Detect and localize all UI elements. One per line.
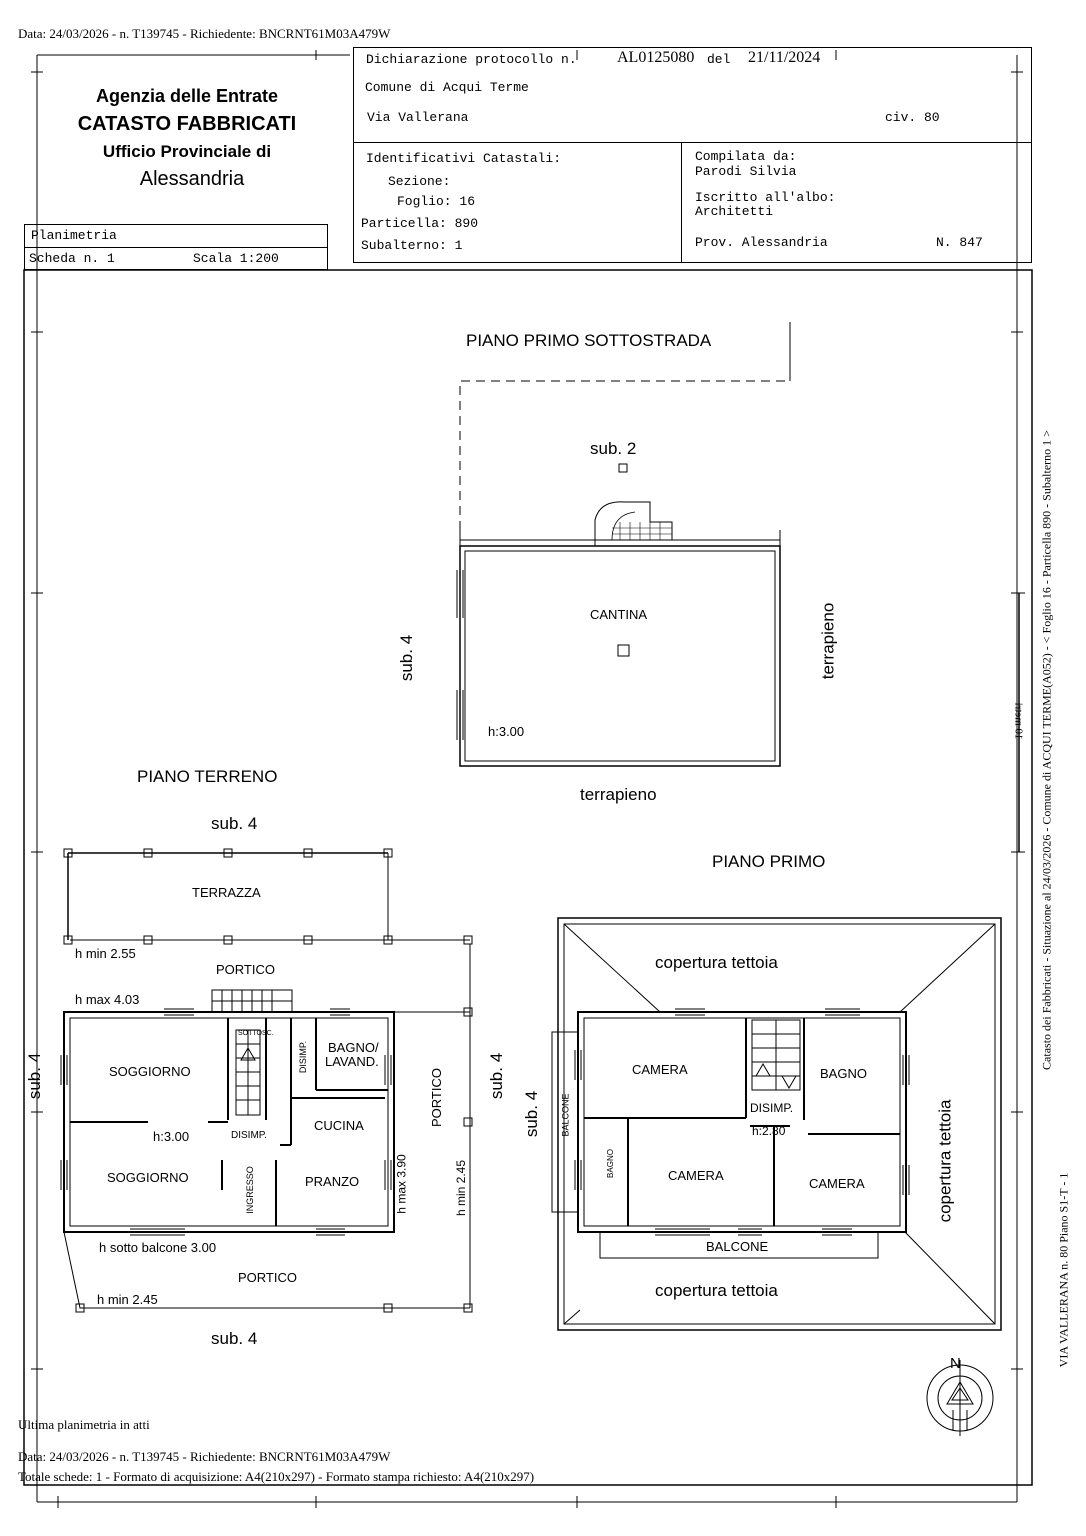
label-terrazza: TERRAZZA bbox=[192, 885, 261, 900]
via: Via Vallerana bbox=[367, 110, 469, 125]
label-portico-bottom: PORTICO bbox=[238, 1270, 297, 1285]
label-copertura-top: copertura tettoia bbox=[655, 953, 778, 972]
label-piano-primo: PIANO PRIMO bbox=[712, 852, 826, 871]
label-bagno: BAGNO/ bbox=[328, 1040, 379, 1055]
label-sub2: sub. 2 bbox=[590, 439, 637, 458]
side-catasto-text: Catasto dei Fabbricati - Situazione al 2… bbox=[1039, 430, 1054, 1070]
label-portico-top: PORTICO bbox=[216, 962, 275, 977]
ultima-planimetria: Ultima planimetria in atti bbox=[18, 1417, 150, 1432]
label-h300: h:3.00 bbox=[153, 1129, 190, 1144]
footer-format-line: Totale schede: 1 - Formato di acquisizio… bbox=[18, 1469, 535, 1484]
protocollo-number: AL0125080 bbox=[617, 49, 695, 66]
label-h-min-245: h min 2.45 bbox=[97, 1292, 158, 1307]
label-camera-3: CAMERA bbox=[809, 1176, 865, 1191]
dichiarazione-label: Dichiarazione protocollo n. bbox=[366, 52, 577, 67]
label-portico-right: PORTICO bbox=[429, 1068, 444, 1127]
label-piano-primo-sottostrada: PIANO PRIMO SOTTOSTRADA bbox=[466, 331, 712, 350]
north-label: N bbox=[950, 1355, 961, 1372]
label-copertura-right: copertura tettoia bbox=[935, 1099, 955, 1223]
label-h280: h:2.80 bbox=[752, 1124, 786, 1138]
label-lavand: LAVAND. bbox=[325, 1054, 379, 1069]
comune: Comune di Acqui Terme bbox=[365, 80, 529, 95]
label-soggiorno-1: SOGGIORNO bbox=[109, 1064, 191, 1079]
label-balcone-vertical: BALCONE bbox=[560, 1093, 571, 1137]
label-bagno-piano-primo: BAGNO bbox=[820, 1066, 867, 1081]
label-camera-2: CAMERA bbox=[668, 1168, 724, 1183]
label-soggiorno-2: SOGGIORNO bbox=[107, 1170, 189, 1185]
top-request-line: Data: 24/03/2026 - n. T139745 - Richiede… bbox=[18, 26, 391, 41]
scala: Scala 1:200 bbox=[193, 251, 279, 266]
identificativi-title: Identificativi Catastali: bbox=[366, 151, 562, 166]
label-ingresso: INGRESSO bbox=[244, 1166, 255, 1214]
label-h300-cantina: h:3.00 bbox=[488, 724, 525, 739]
label-disimp-vertical: DISIMP. bbox=[298, 1040, 309, 1074]
ufficio-label: Ufficio Provinciale di bbox=[102, 142, 272, 161]
label-sub4-mid: sub. 4 bbox=[487, 1052, 507, 1100]
scale-bar-label: 10 metri bbox=[1012, 702, 1025, 740]
planimetria-title: Planimetria bbox=[31, 228, 117, 243]
agency-name: Agenzia delle Entrate bbox=[95, 86, 279, 106]
label-disimp-piano-primo: DISIMP. bbox=[750, 1101, 794, 1115]
footer-request-line: Data: 24/03/2026 - n. T139745 - Richiede… bbox=[18, 1449, 391, 1464]
compilata-label: Compilata da: bbox=[695, 149, 797, 164]
label-terrapieno-right: terrapieno bbox=[818, 602, 838, 680]
header-box bbox=[353, 47, 1032, 263]
label-sub4-piano-primo: sub. 4 bbox=[522, 1090, 542, 1138]
sezione: Sezione: bbox=[388, 174, 451, 189]
iscritto-label: Iscritto all'albo: bbox=[695, 190, 836, 205]
label-sub4-left: sub. 4 bbox=[25, 1052, 45, 1100]
label-copertura-bottom: copertura tettoia bbox=[655, 1281, 778, 1300]
planimetria-box: Planimetria Scheda n. 1 Scala 1:200 bbox=[24, 224, 328, 270]
label-cantina: CANTINA bbox=[590, 607, 648, 622]
label-sub4-cantina: sub. 4 bbox=[397, 634, 417, 682]
particella: Particella: 890 bbox=[361, 216, 479, 231]
label-h-max-390: h max 3.90 bbox=[394, 1154, 409, 1214]
provincia: Prov. Alessandria bbox=[695, 235, 828, 250]
scheda-number: Scheda n. 1 bbox=[29, 251, 115, 266]
label-h-min-245-right: h min 2.45 bbox=[454, 1159, 469, 1217]
del-label: del bbox=[707, 52, 731, 67]
foglio: Foglio: 16 bbox=[397, 194, 476, 209]
label-sub4-bottom: sub. 4 bbox=[211, 1329, 258, 1348]
label-sub4-top: sub. 4 bbox=[211, 814, 258, 833]
label-sottosc: SOTTOSC. bbox=[238, 1030, 274, 1037]
label-piano-terreno: PIANO TERRENO bbox=[137, 767, 278, 786]
label-disimp: DISIMP. bbox=[231, 1130, 267, 1141]
side-address-text: VIA VALLERANA n. 80 Piano S1-T - 1 bbox=[1056, 1172, 1071, 1368]
label-camera-1: CAMERA bbox=[632, 1062, 688, 1077]
ufficio-city: Alessandria bbox=[139, 168, 245, 190]
label-pranzo: PRANZO bbox=[305, 1174, 360, 1189]
civico: civ. 80 bbox=[885, 110, 940, 125]
protocollo-date: 21/11/2024 bbox=[748, 49, 821, 66]
label-h-max-403: h max 4.03 bbox=[75, 992, 140, 1007]
compilata-name: Parodi Silvia bbox=[695, 164, 797, 179]
subalterno: Subalterno: 1 bbox=[361, 238, 463, 253]
albo: Architetti bbox=[695, 204, 774, 219]
label-h-min-255: h min 2.55 bbox=[75, 946, 136, 961]
label-bagno-small: BAGNO bbox=[605, 1149, 615, 1178]
label-balcone: BALCONE bbox=[706, 1239, 769, 1254]
albo-number: N. 847 bbox=[936, 235, 983, 250]
label-h-sotto-balcone: h sotto balcone 3.00 bbox=[99, 1240, 217, 1255]
catasto-title: CATASTO FABBRICATI bbox=[77, 113, 297, 135]
label-terrapieno-bottom: terrapieno bbox=[580, 785, 657, 804]
label-cucina: CUCINA bbox=[314, 1118, 364, 1133]
